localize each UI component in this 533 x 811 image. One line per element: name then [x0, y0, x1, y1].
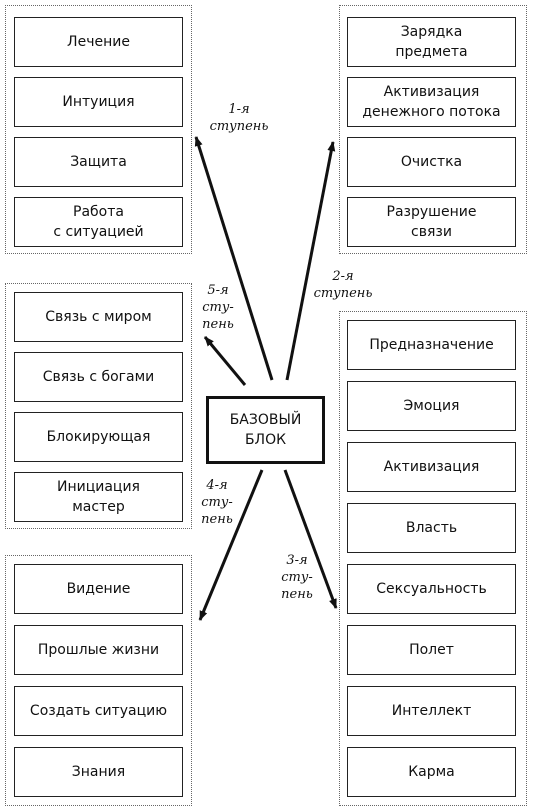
group-top-left	[5, 5, 192, 254]
box-emotsiya: Эмоция	[347, 381, 516, 431]
box-ochistka: Очистка	[347, 137, 516, 187]
box-seksualnost: Сексуальность	[347, 564, 516, 614]
box-karma: Карма	[347, 747, 516, 797]
box-blokiruyushchaya: Блокирующая	[14, 412, 183, 462]
box-intuitsiya: Интуиция	[14, 77, 183, 127]
step-label-2: 2-я ступень	[313, 269, 373, 301]
box-svyaz-s-mirom: Связь с миром	[14, 292, 183, 342]
box-intellekt: Интеллект	[347, 686, 516, 736]
step-label-5: 5-я сту- пень	[202, 283, 234, 332]
group-top-right	[339, 5, 527, 254]
arrow-step-3	[283, 469, 338, 609]
box-proshlye-zhizni: Прошлые жизни	[14, 625, 183, 675]
box-rabota-s-situatsiey: Работа с ситуацией	[14, 197, 183, 247]
arrow-step-1	[194, 136, 274, 381]
box-svyaz-s-bogami: Связь с богами	[14, 352, 183, 402]
group-mid-left	[5, 283, 192, 529]
step-label-1: 1-я ступень	[209, 102, 269, 134]
arrow-step-2	[285, 141, 336, 381]
base-block: БАЗОВЫЙ БЛОК	[206, 396, 325, 464]
arrow-step-5	[203, 336, 247, 386]
box-sozdat-situatsiyu: Создать ситуацию	[14, 686, 183, 736]
step-label-4: 4-я сту- пень	[201, 478, 233, 527]
box-razrushenie-svyazi: Разрушение связи	[347, 197, 516, 247]
box-prednaznachenie: Предназначение	[347, 320, 516, 370]
group-bottom-left	[5, 555, 192, 806]
box-zaryadka-predmeta: Зарядка предмета	[347, 17, 516, 67]
step-label-3: 3-я сту- пень	[281, 553, 313, 602]
box-aktivizatsiya-denezhnogo-potoka: Активизация денежного потока	[347, 77, 516, 127]
box-initsiatsiya-master: Инициация мастер	[14, 472, 183, 522]
box-aktivizatsiya: Активизация	[347, 442, 516, 492]
group-right	[339, 311, 527, 806]
box-znaniya: Знания	[14, 747, 183, 797]
box-polet: Полет	[347, 625, 516, 675]
box-zashchita: Защита	[14, 137, 183, 187]
box-videnie: Видение	[14, 564, 183, 614]
box-lechenie: Лечение	[14, 17, 183, 67]
arrow-step-4	[198, 469, 264, 621]
box-vlast: Власть	[347, 503, 516, 553]
